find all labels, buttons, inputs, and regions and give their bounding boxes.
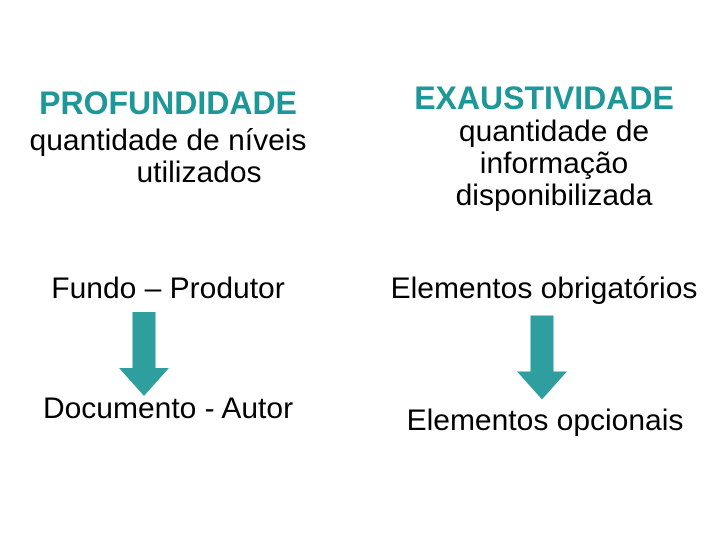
left-source-label: Fundo – Produtor <box>51 272 285 305</box>
left-column-subtitle: quantidade de níveis utilizados <box>0 125 338 189</box>
right-column-subtitle: quantidade de informação disponibilizada <box>384 116 720 212</box>
right-target-label: Elementos opcionais <box>406 404 684 437</box>
right-subtitle-line-2: informação <box>479 147 629 180</box>
right-subtitle-line-3: disponibilizada <box>455 179 653 212</box>
left-column-title: PROFUNDIDADE <box>39 85 297 121</box>
right-column-title: EXAUSTIVIDADE <box>414 80 674 116</box>
left-target-label: Documento - Autor <box>42 392 294 425</box>
down-arrow-icon <box>119 312 169 396</box>
left-subtitle-line-1: quantidade de níveis <box>29 124 307 157</box>
right-source-label: Elementos obrigatórios <box>390 272 698 305</box>
down-arrow-icon <box>517 315 567 400</box>
left-subtitle-line-2: utilizados <box>136 156 262 189</box>
right-subtitle-line-1: quantidade de <box>458 115 650 148</box>
